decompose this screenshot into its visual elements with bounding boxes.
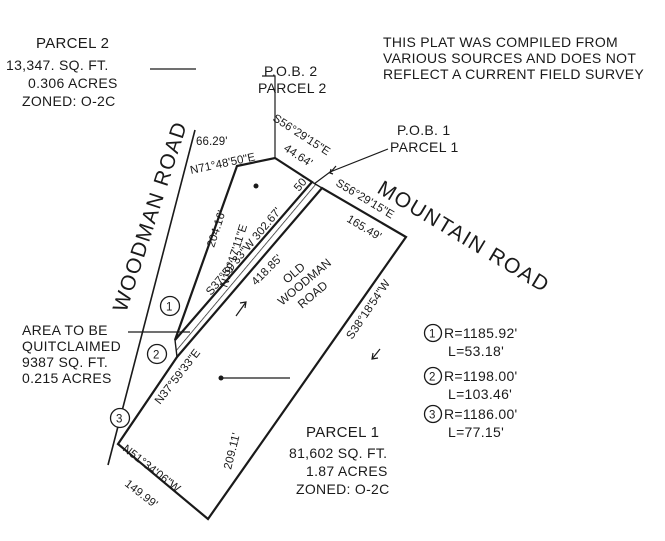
quitclaim-line-4: 0.215 ACRES <box>22 370 112 386</box>
svg-text:1: 1 <box>429 329 436 341</box>
curve-marker-3: 3 <box>109 407 131 429</box>
parcel-2-title: PARCEL 2 <box>36 35 109 52</box>
curve-1-length: L=53.18' <box>448 343 504 359</box>
arrow-icon <box>371 348 381 360</box>
quitclaim-line-1: AREA TO BE <box>22 322 108 338</box>
mountain-road-label: MOUNTAIN ROAD <box>373 177 553 298</box>
svg-text:1: 1 <box>166 302 173 314</box>
pob-2-label: P.O.B. 2 <box>264 63 318 79</box>
bearing-distance: 209.11' <box>222 432 243 471</box>
parcel-1-zoning: ZONED: O-2C <box>296 481 390 497</box>
curve-table-row-3: 3 R=1186.00' L=77.15' <box>423 404 518 440</box>
woodman-road-label: WOODMAN ROAD <box>109 118 192 314</box>
arrow-icon <box>235 301 247 317</box>
svg-text:2: 2 <box>153 350 160 362</box>
curve-marker-1: 1 <box>159 295 181 317</box>
bearing-distance: N71°48'50"E <box>189 151 257 177</box>
bearing-distance: 204.16' <box>205 209 228 249</box>
parcel-1-title: PARCEL 1 <box>306 424 379 441</box>
pob-1-parcel: PARCEL 1 <box>390 139 459 155</box>
curve-3-length: L=77.15' <box>448 424 504 440</box>
svg-text:3: 3 <box>429 410 436 422</box>
curve-table: 1 R=1185.92' L=53.18' 2 R=1198.00' L=103… <box>423 323 518 440</box>
curve-1-radius: R=1185.92' <box>444 325 518 341</box>
curve-table-row-1: 1 R=1185.92' L=53.18' <box>423 323 518 359</box>
woodman-road-east-line <box>117 356 178 445</box>
bearing-distance: 165.49' <box>344 213 383 243</box>
svg-text:2: 2 <box>429 372 436 384</box>
curve-3-radius: R=1186.00' <box>444 406 518 422</box>
note-line-3: REFLECT A CURRENT FIELD SURVEY <box>383 66 644 82</box>
pob-1-label: P.O.B. 1 <box>397 122 451 138</box>
pob-2-leader <box>262 75 276 158</box>
bearing-distance: 66.29' <box>196 136 228 148</box>
pob-2-parcel: PARCEL 2 <box>258 80 327 96</box>
note-line-1: THIS PLAT WAS COMPILED FROM <box>383 34 618 50</box>
parcel-1-acres: 1.87 ACRES <box>306 463 388 479</box>
curve-2-length: L=103.46' <box>448 386 512 402</box>
parcel-2-acres: 0.306 ACRES <box>28 75 118 91</box>
bearing-distance: 149.99' <box>122 478 159 511</box>
svg-text:3: 3 <box>116 414 123 426</box>
curve-marker-2: 2 <box>146 343 168 365</box>
arrow-icon <box>329 165 337 175</box>
curve-table-row-2: 2 R=1198.00' L=103.46' <box>423 366 518 402</box>
bearing-distance: S38°18'54"W <box>345 278 393 342</box>
quitclaim-line-3: 9387 SQ. FT. <box>22 354 108 370</box>
parcel-2-dot <box>253 183 259 189</box>
parcel-2-area: 13,347. SQ. FT. <box>6 57 109 73</box>
parcel-2-zoning: ZONED: O-2C <box>22 93 116 109</box>
note-line-2: VARIOUS SOURCES AND DOES NOT <box>383 50 636 66</box>
parcel-1-area: 81,602 SQ. FT. <box>289 445 387 461</box>
curve-2-radius: R=1198.00' <box>444 368 518 384</box>
quitclaim-line-2: QUITCLAIMED <box>22 338 121 354</box>
